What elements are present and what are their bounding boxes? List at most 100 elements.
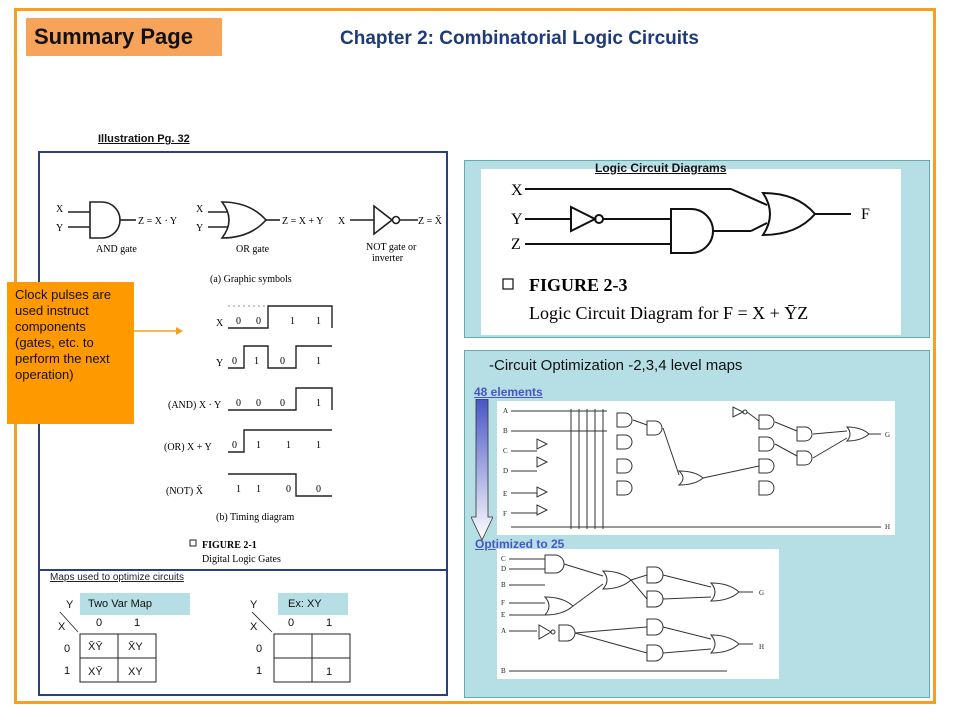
not-output-label: Z = X̄ [418, 215, 443, 227]
optimization-title: -Circuit Optimization -2,3,4 level maps [489, 357, 743, 374]
figure-bullet-icon [502, 278, 514, 290]
kmap-row-label: 1 [64, 665, 70, 677]
timing-value: 0 [236, 316, 241, 327]
circuit-input: B [503, 427, 508, 435]
timing-label: (NOT) X̄ [166, 485, 204, 497]
figure-2-3-caption: Logic Circuit Diagram for F = X + ȲZ [529, 303, 808, 323]
output-f: F [861, 206, 870, 223]
circuit-output: H [885, 523, 890, 531]
callout-arrow-icon [134, 327, 183, 335]
timing-value: 0 [236, 398, 241, 409]
down-arrow-icon [471, 399, 493, 541]
kmap-col-label: 0 [288, 617, 294, 629]
circuit-output: H [759, 643, 764, 651]
kmap-x-label: X [58, 621, 66, 633]
circuit-optimization-panel: -Circuit Optimization -2,3,4 level maps … [464, 350, 930, 698]
25-element-circuit: C D B F E A B G H [497, 549, 779, 679]
timing-value: 0 [256, 398, 261, 409]
figure-2-3-label: FIGURE 2-3 [529, 275, 628, 295]
circuit-input: F [501, 599, 505, 607]
48-element-circuit: A B C D E F G H [497, 401, 895, 535]
two-var-map: Y X 0 1 0 1 X̄Ȳ X̄Y XȲ XY [58, 599, 157, 683]
timing-row-x: X 0 0 1 1 [216, 305, 333, 329]
timing-value: 1 [316, 316, 321, 327]
circuit-output: G [759, 589, 764, 597]
circuit-input: F [503, 510, 507, 518]
timing-row-y: Y 0 1 0 1 [216, 345, 332, 369]
timing-row-not: (NOT) X̄ 1 1 0 0 [166, 473, 332, 497]
not-gate-name-2: inverter [372, 253, 404, 264]
circuit-input: A [503, 407, 508, 415]
timing-value: 0 [316, 484, 321, 495]
input-x: X [511, 182, 523, 199]
two-var-map-title: Two Var Map [80, 593, 190, 615]
timing-label: (AND) X · Y [168, 400, 221, 411]
or-input-x: X [196, 204, 204, 215]
kmap-row-label: 0 [256, 643, 262, 655]
timing-value: 1 [316, 356, 321, 367]
timing-value: 0 [232, 356, 237, 367]
timing-value: 1 [286, 440, 291, 451]
kmap-col-label: 1 [134, 617, 140, 629]
timing-value: 0 [280, 398, 285, 409]
kmap-col-label: 1 [326, 617, 332, 629]
and-input-x: X [56, 204, 64, 215]
figure-bullet-icon [189, 539, 197, 547]
illustration-caption: Illustration Pg. 32 [98, 133, 190, 145]
figure-2-1-label: FIGURE 2-1 [202, 540, 257, 551]
timing-value: 1 [256, 484, 261, 495]
example-map-title: Ex: XY [278, 593, 348, 615]
kmap-cell: 1 [326, 666, 332, 678]
timing-caption: (b) Timing diagram [216, 512, 295, 523]
or-output-label: Z = X + Y [282, 216, 323, 227]
circuit-input: C [503, 447, 508, 455]
optimized-25-label: Optimized to 25 [475, 537, 564, 551]
not-gate-name-1: NOT gate or [366, 242, 417, 253]
input-y: Y [511, 211, 523, 228]
graphic-symbols-caption: (a) Graphic symbols [210, 274, 292, 285]
timing-value: 0 [256, 316, 261, 327]
timing-label: Y [216, 358, 223, 369]
timing-value: 1 [290, 316, 295, 327]
elements-48-label: 48 elements [474, 385, 543, 399]
kmap-cell: XY [128, 666, 143, 678]
circuit-input: D [503, 467, 508, 475]
not-gate-symbol [350, 204, 418, 236]
circuit-input: C [501, 555, 506, 563]
logic-circuit-title: Logic Circuit Diagrams [595, 161, 727, 175]
kmap-cell: X̄Ȳ [88, 640, 103, 653]
optimized-25-prefix: Opt [475, 537, 496, 551]
kmap-row-label: 1 [256, 665, 262, 677]
timing-label: (OR) X + Y [164, 442, 212, 453]
timing-value: 1 [256, 440, 261, 451]
input-z: Z [511, 236, 521, 253]
kmap-y-label: Y [250, 599, 258, 611]
timing-value: 1 [316, 398, 321, 409]
karnaugh-maps: Y X 0 1 0 1 X̄Ȳ X̄Y XȲ XY Y X 0 1 0 1 1 [58, 599, 351, 683]
maps-caption: Maps used to optimize circuits [50, 572, 184, 583]
circuit-input: B [501, 667, 506, 675]
logic-circuit-panel: X Y Z F FIGURE 2-3 Logic Circuit Diagram [464, 160, 930, 338]
kmap-col-label: 0 [96, 617, 102, 629]
or-gate-symbol [208, 201, 280, 239]
circuit-input: D [501, 565, 506, 573]
kmap-x-label: X [250, 621, 258, 633]
timing-value: 0 [232, 440, 237, 451]
not-input-x: X [338, 216, 346, 227]
and-output-label: Z = X · Y [138, 216, 177, 227]
summary-badge: Summary Page [26, 18, 222, 56]
optimized-25-rest: imized to 25 [495, 537, 565, 551]
and-input-y: Y [56, 223, 63, 234]
figure-2-1-subtitle: Digital Logic Gates [202, 554, 281, 565]
circuit-input: A [501, 627, 506, 635]
timing-value: 1 [316, 440, 321, 451]
kmap-row-label: 0 [64, 643, 70, 655]
timing-row-or: (OR) X + Y 0 1 1 1 [164, 429, 332, 453]
timing-value: 1 [254, 356, 259, 367]
and-gate-name: AND gate [96, 244, 137, 255]
timing-diagram: X 0 0 1 1 Y 0 1 0 1 (AND) X · Y 0 0 [164, 305, 333, 497]
timing-row-and: (AND) X · Y 0 0 0 1 [168, 387, 333, 411]
or-input-y: Y [196, 223, 203, 234]
example-map: Y X 0 1 0 1 1 [250, 599, 351, 683]
timing-value: 1 [236, 484, 241, 495]
